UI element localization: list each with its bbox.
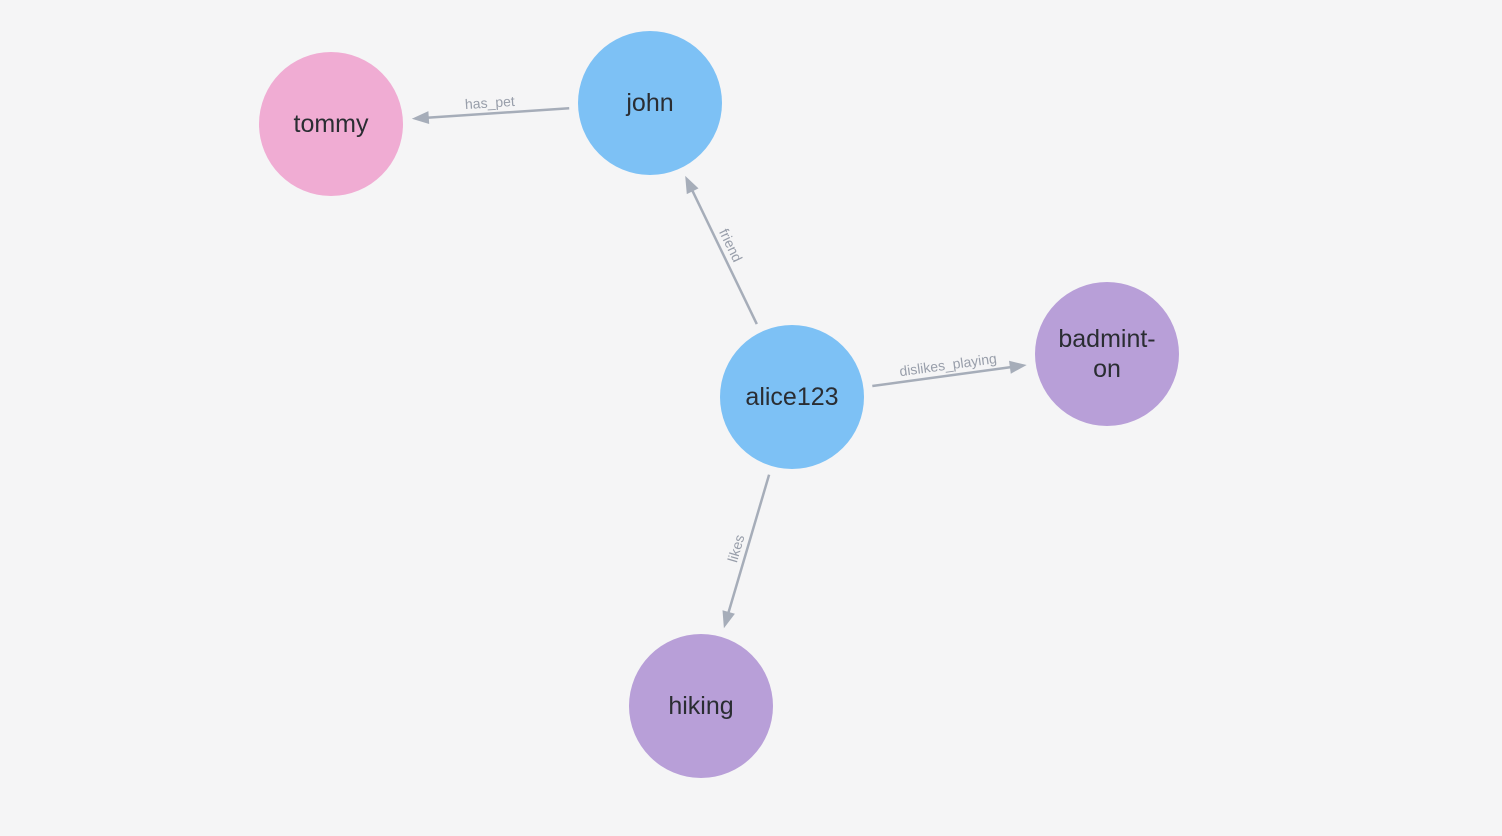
node-hiking[interactable]: hiking [629,634,773,778]
node-john[interactable]: john [578,31,722,175]
edge-arrowhead-icon [411,111,430,124]
edge-line[interactable] [426,107,570,119]
edge-line[interactable] [872,365,1013,388]
edge-john-tommy[interactable]: has_pet [411,93,570,124]
edge-arrowhead-icon [685,175,699,195]
edge-label[interactable]: has_pet [464,93,515,112]
node-alice123[interactable]: alice123 [720,325,864,469]
edge-line[interactable] [726,474,771,615]
edge-label[interactable]: likes [724,533,747,564]
edge-line[interactable] [690,188,758,325]
node-circle[interactable] [578,31,722,175]
edge-arrowhead-icon [722,610,735,629]
node-circle[interactable] [629,634,773,778]
edge-alice123-hiking[interactable]: likes [722,474,771,629]
node-tommy[interactable]: tommy [259,52,403,196]
edge-arrowhead-icon [1009,360,1027,374]
node-badminton[interactable]: badmint-on [1035,282,1179,426]
node-circle[interactable] [1035,282,1179,426]
node-circle[interactable] [259,52,403,196]
node-circle[interactable] [720,325,864,469]
